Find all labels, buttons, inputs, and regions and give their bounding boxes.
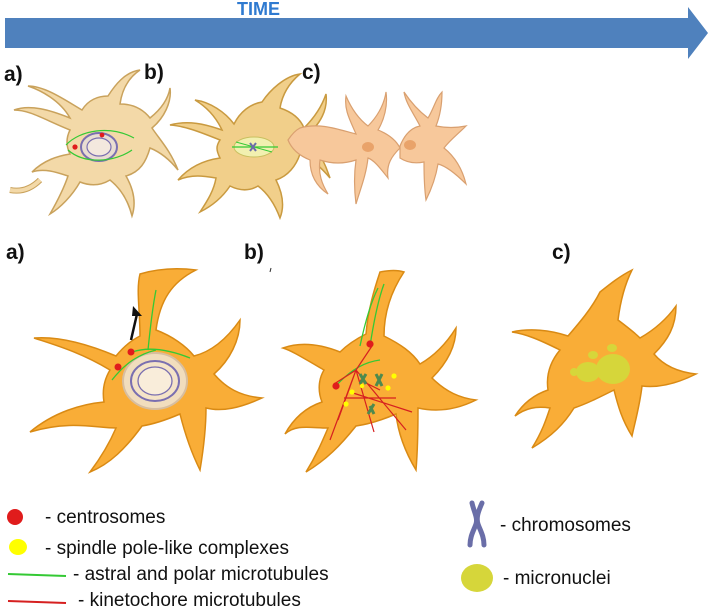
bottom-cell-b xyxy=(280,269,479,473)
time-label: TIME xyxy=(237,0,280,19)
legend-micronuclei: - micronuclei xyxy=(503,568,611,589)
legend-astral: - astral and polar microtubules xyxy=(73,564,329,585)
bottom-label-b: b) xyxy=(244,241,264,264)
time-arrow xyxy=(5,7,708,59)
top-label-b: b) xyxy=(144,61,164,84)
legend-micronuclei-blob xyxy=(461,564,493,592)
bottom-cell-a xyxy=(29,268,265,474)
bottom-label-c: c) xyxy=(552,241,571,264)
legend-spindle: - spindle pole-like complexes xyxy=(45,538,289,559)
legend-kinetochore-line xyxy=(7,600,67,604)
legend-chromosomes: - chromosomes xyxy=(500,515,631,536)
bottom-label-a: a) xyxy=(6,241,25,264)
legend-chromosome-icon xyxy=(467,500,487,548)
top-cell-a xyxy=(9,69,179,219)
bottom-cell-c xyxy=(511,268,699,449)
top-label-c: c) xyxy=(302,61,321,84)
legend-centrosomes: - centrosomes xyxy=(45,507,166,528)
legend-centrosome-dot xyxy=(7,509,23,525)
legend-symbols xyxy=(7,500,493,604)
top-cell-b xyxy=(169,72,331,221)
legend-astral-line xyxy=(7,573,67,577)
top-cell-c xyxy=(287,90,468,205)
legend-kinetochore: - kinetochore microtubules xyxy=(78,590,301,611)
legend-spindle-dot xyxy=(9,539,27,555)
top-label-a: a) xyxy=(4,63,23,86)
